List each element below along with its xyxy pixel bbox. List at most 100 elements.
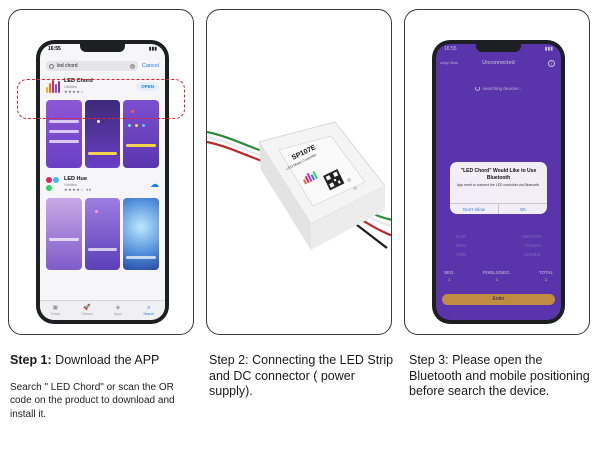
tab-today[interactable]: ▣ Today (51, 305, 60, 316)
step1-heading: Download the APP (51, 353, 160, 367)
step1-label: Step 1: (10, 353, 52, 367)
tab-search[interactable]: ⌕ Search (143, 305, 154, 316)
battery-icon: ▮▮▮ (148, 46, 157, 52)
appstore-screen: 16:55 ▮▮▮ led chord × Cancel (40, 44, 165, 320)
today-icon: ▣ (52, 305, 59, 311)
chip-model: WS2811 (524, 252, 541, 257)
screenshot (46, 198, 82, 270)
open-button[interactable]: OPEN (136, 81, 159, 91)
screenshot (123, 100, 160, 168)
tab-label: Search (143, 312, 155, 316)
tab-apps[interactable]: ◈ Apps (114, 305, 122, 316)
dialog-buttons: Don't Allow OK (450, 203, 547, 214)
phone-notch (80, 44, 125, 52)
tab-games[interactable]: 🚀 Games (81, 305, 92, 316)
app-screenshots-1 (46, 100, 160, 168)
connection-title: Unconnected (482, 60, 515, 66)
chip-order: GRB (456, 252, 466, 257)
chip-row[interactable]: RGB SM16703 (456, 234, 541, 239)
dont-allow-button[interactable]: Don't Allow (462, 207, 486, 212)
stat-value: 1 (495, 277, 499, 282)
step2-caption: Step 2: Connecting the LED Strip and DC … (209, 353, 395, 400)
searching-text: searching devices... (482, 86, 523, 91)
dialog-title: "LED Chord" Would Like to Use Bluetooth (460, 168, 537, 181)
apps-icon: ◈ (115, 305, 121, 311)
screenshot (46, 100, 82, 168)
chip-row[interactable]: RBG TM1804 (456, 243, 541, 248)
chip-model: SM16703 (521, 234, 541, 239)
tab-label: Games (81, 312, 93, 316)
app-result-led-hue[interactable]: LED Hue Utilities ★★★★☆ 58 ☁ (46, 174, 159, 194)
info-icon[interactable]: i (548, 59, 555, 67)
stat-pixels[interactable]: PIXELS/SEG. 1 (483, 270, 511, 282)
chip-order: RGB (456, 234, 466, 239)
app-screenshots-2 (46, 198, 160, 270)
app-result-led-chord[interactable]: LED Chord Utilities ★★★★☆ OPEN (46, 76, 159, 96)
stat-total: TOTAL 1 (539, 270, 553, 282)
pixel-stats: SEG. 1 PIXELS/SEG. 1 TOTAL 1 (444, 270, 553, 282)
enter-button[interactable]: Enter (442, 294, 555, 305)
tab-label: Today (50, 312, 60, 316)
step3-title: Step 3: Please open the Bluetooth and mo… (409, 353, 590, 398)
step2-panel: SP107E LED Music Controller (206, 9, 392, 335)
status-time: 16:55 (48, 46, 61, 52)
tab-label: Apps (113, 312, 122, 316)
app-category: Utilities (64, 182, 77, 187)
back-to-appstore-link[interactable]: ◂ App Store (440, 61, 459, 65)
app-name: LED Hue (64, 176, 87, 182)
chip-model: TM1804 (524, 243, 541, 248)
highlight-dashed-box (17, 79, 185, 119)
download-cloud-icon[interactable]: ☁ (150, 178, 159, 189)
phone-notch (476, 44, 521, 52)
search-row: led chord × Cancel (46, 60, 159, 72)
search-input[interactable]: led chord × (46, 61, 138, 71)
clear-icon[interactable]: × (129, 63, 135, 69)
phone-bluetooth: 16:55 ▮▮▮ ◂ App Store Unconnected i sear… (432, 40, 565, 324)
ok-button[interactable]: OK (498, 204, 547, 214)
step1-title: Step 1: Download the APP (10, 353, 196, 369)
dialog-message: App need to connect the LED controller v… (456, 183, 541, 187)
app-meta: LED Chord Utilities ★★★★☆ (64, 78, 136, 94)
led-chord-logo-icon (46, 79, 60, 93)
step2-title: Step 2: Connecting the LED Strip and DC … (209, 353, 394, 398)
stat-label: TOTAL (538, 270, 553, 275)
stat-value: 1 (448, 277, 451, 282)
step1-panel: 16:55 ▮▮▮ led chord × Cancel (8, 9, 194, 335)
app-name: LED Chord (64, 78, 93, 84)
battery-icon: ▮▮▮ (544, 46, 553, 52)
tab-bar: ▣ Today 🚀 Games ◈ Apps ⌕ Search (40, 300, 165, 320)
app-rating: ★★★★☆ (64, 89, 85, 94)
chip-order: RBG (456, 243, 466, 248)
app-category: Utilities (64, 84, 77, 89)
search-text: led chord (57, 63, 78, 69)
status-bar: 16:55 ▮▮▮ (436, 44, 561, 55)
bluetooth-screen: 16:55 ▮▮▮ ◂ App Store Unconnected i sear… (436, 44, 561, 320)
led-hue-logo-icon (46, 177, 60, 191)
stat-value: 1 (544, 277, 548, 282)
step3-panel: 16:55 ▮▮▮ ◂ App Store Unconnected i sear… (404, 9, 590, 335)
searching-status: searching devices... (436, 86, 561, 92)
phone-appstore: 16:55 ▮▮▮ led chord × Cancel (36, 40, 169, 324)
stat-label: PIXELS/SEG. (482, 270, 511, 275)
rocket-icon: 🚀 (83, 305, 91, 311)
app-rating: ★★★★☆ 58 (64, 187, 92, 192)
screenshot (123, 198, 160, 270)
chip-list: RGB SM16703 RBG TM1804 GRB WS2811 (456, 234, 541, 261)
chip-row[interactable]: GRB WS2811 (456, 252, 541, 257)
spinner-icon (474, 86, 480, 92)
status-time: 16:55 (444, 46, 457, 52)
app-meta: LED Hue Utilities ★★★★☆ 58 (64, 176, 150, 192)
stat-label: SEG. (444, 270, 455, 275)
nav-bar: ◂ App Store Unconnected i (436, 54, 561, 72)
step3-caption: Step 3: Please open the Bluetooth and mo… (409, 353, 595, 400)
screenshot (84, 100, 121, 168)
search-icon: ⌕ (147, 305, 151, 311)
led-controller-image: SP107E LED Music Controller (207, 121, 391, 250)
cancel-button[interactable]: Cancel (141, 63, 159, 69)
status-bar: 16:55 ▮▮▮ (40, 44, 165, 55)
stat-seg[interactable]: SEG. 1 (444, 270, 455, 282)
step1-caption: Step 1: Download the APP Search " LED Ch… (10, 353, 196, 421)
step1-body: Search " LED Chord" or scan the OR code … (10, 381, 175, 420)
search-icon (49, 63, 54, 69)
screenshot (84, 198, 121, 270)
